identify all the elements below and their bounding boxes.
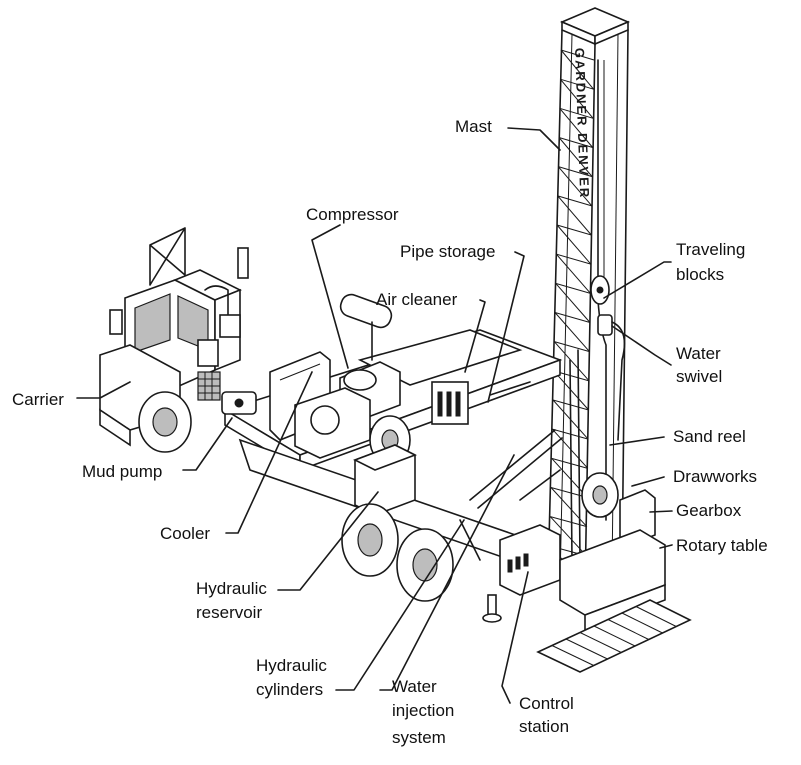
label-water-injection-1: Water — [392, 677, 437, 696]
mast-crossbar — [554, 312, 591, 323]
label-mud-pump: Mud pump — [82, 462, 163, 481]
mast-crossbar — [558, 137, 593, 148]
platform-grating-bar — [579, 632, 622, 653]
mast-crossbar — [560, 49, 595, 61]
mast-brace — [551, 428, 589, 469]
platform-grating-bar — [593, 625, 636, 647]
mast-brace — [554, 312, 590, 352]
mast-structure: GARDNER DENVER — [547, 7, 631, 591]
label-mast: Mast — [455, 117, 492, 136]
mast-brace — [560, 49, 594, 90]
label-compressor: Compressor — [306, 205, 399, 224]
label-water-injection-2: injection — [392, 701, 455, 720]
mast-crossbar — [560, 78, 594, 90]
mast-crossbar — [551, 457, 588, 469]
mast-brace — [555, 253, 591, 294]
label-hydraulic-cylinders-1: Hydraulic — [256, 656, 327, 675]
mast-brace — [559, 78, 594, 119]
mast-brace — [553, 341, 590, 382]
label-traveling-blocks-1: Traveling — [676, 240, 746, 259]
label-traveling-blocks-2: blocks — [676, 265, 725, 284]
label-rotary-table: Rotary table — [676, 536, 768, 555]
label-pipe-storage: Pipe storage — [400, 242, 496, 261]
mast-brace — [555, 283, 591, 323]
mast-brace — [553, 370, 590, 411]
platform-grating-bar — [551, 645, 594, 666]
mast-lettering-text: GARDNER DENVER — [572, 48, 592, 200]
mast-brace — [551, 457, 588, 498]
label-cooler: Cooler — [160, 524, 211, 543]
carrier-cab — [99, 227, 249, 453]
label-control-station-2: station — [519, 717, 570, 736]
mast-crossbar — [556, 224, 592, 236]
mast-brace — [557, 195, 592, 236]
label-hydraulic-cylinders-2: cylinders — [256, 680, 324, 699]
mast-brace — [558, 137, 593, 177]
label-water-swivel-1: Water — [676, 344, 721, 363]
mast-brace — [557, 166, 593, 207]
rear-wheels — [341, 503, 454, 602]
mast-crossbar — [558, 166, 593, 178]
label-sand-reel: Sand reel — [673, 427, 746, 446]
mast-brace — [559, 108, 594, 148]
label-hydraulic-reservoir-2: reservoir — [196, 603, 263, 622]
platform-grating-bar — [607, 619, 649, 640]
platform-grating-bar — [621, 612, 663, 634]
leader-lines — [76, 127, 673, 704]
label-drawworks: Drawworks — [673, 467, 758, 486]
label-water-injection-3: system — [392, 728, 446, 747]
platform-grating-bar — [565, 638, 608, 660]
mast-crossbar — [557, 195, 592, 207]
mast-brace — [556, 224, 592, 265]
mast-crossbar — [559, 107, 594, 119]
mast-crossbar — [555, 282, 591, 294]
platform-grating-bar — [635, 606, 677, 627]
mast-crossbar — [556, 253, 592, 265]
mast-brace — [550, 487, 588, 528]
label-water-swivel-2: swivel — [676, 367, 723, 386]
mast-crossbar — [554, 341, 590, 353]
label-carrier: Carrier — [12, 390, 64, 409]
deck-equipment — [197, 293, 692, 673]
label-gearbox: Gearbox — [676, 501, 742, 520]
label-hydraulic-reservoir-1: Hydraulic — [196, 579, 267, 598]
label-air-cleaner: Air cleaner — [376, 290, 458, 309]
label-control-station-1: Control — [519, 694, 574, 713]
mast-crossbar — [550, 516, 588, 528]
